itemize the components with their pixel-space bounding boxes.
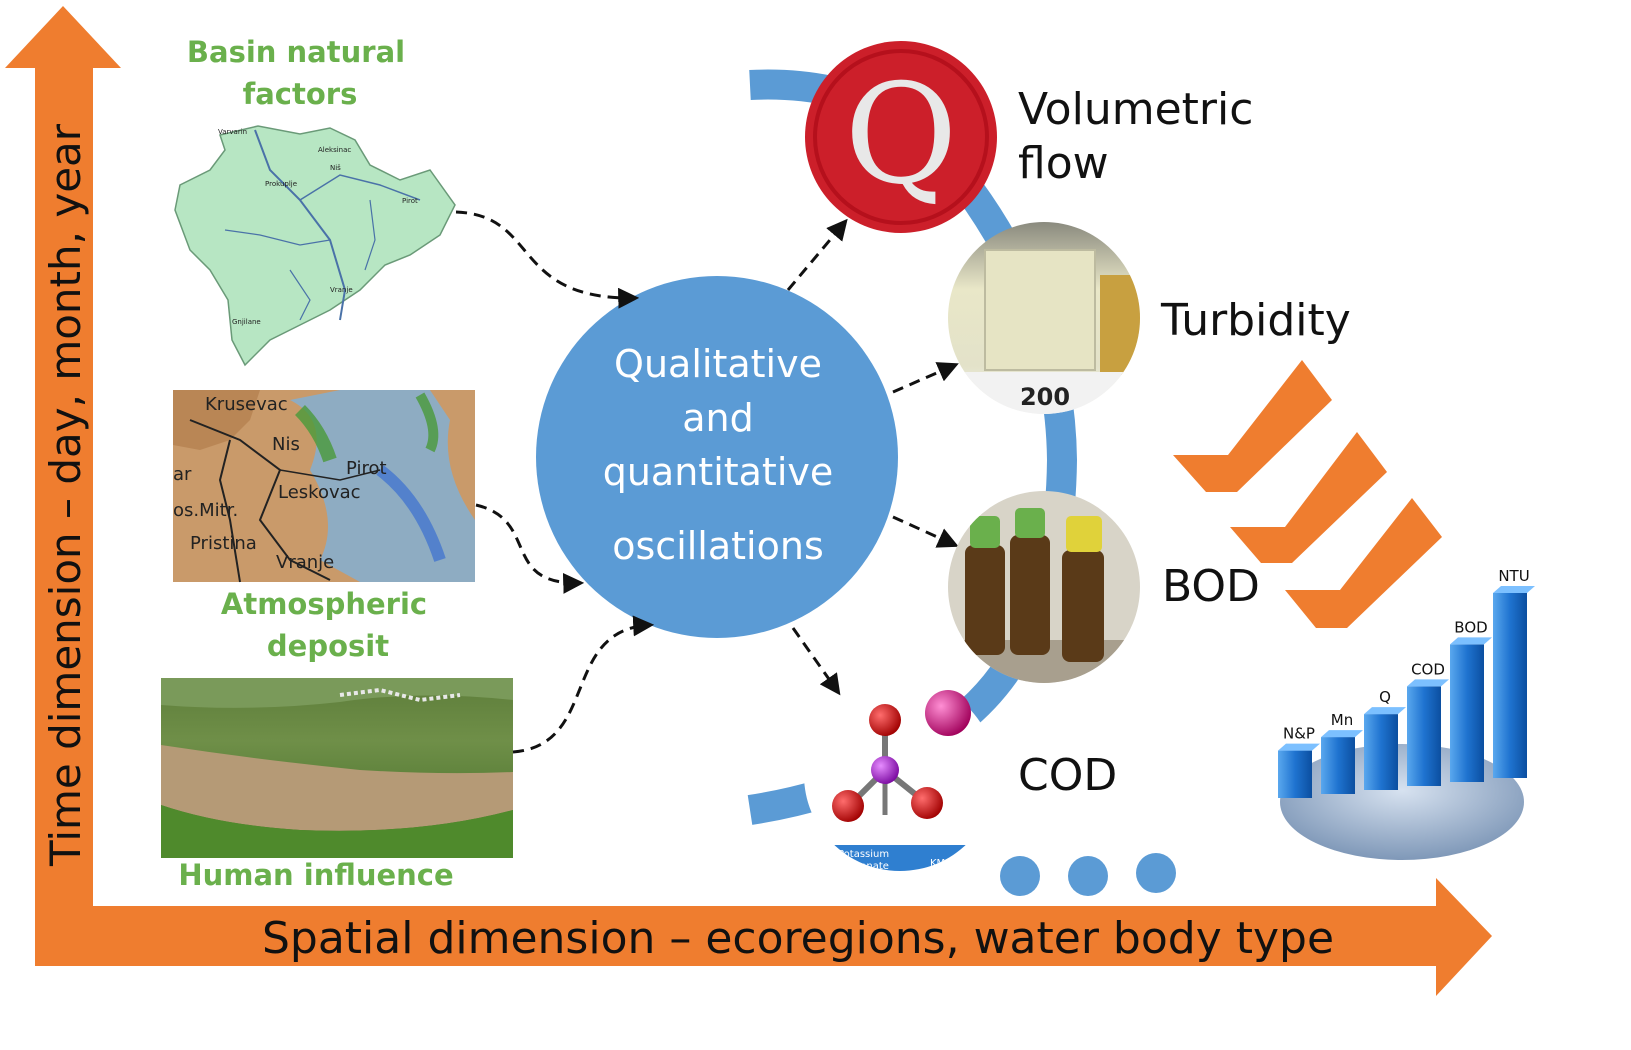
bar-top-mn xyxy=(1321,730,1363,738)
q-flow-icon: Q xyxy=(805,41,997,233)
atmospheric-map-image: Krusevac Nis Pirot Leskovac os.Mitr. Pri… xyxy=(173,390,475,583)
atmospheric-label-line1: Atmospheric xyxy=(221,587,427,621)
map-place-vranje: Vranje xyxy=(330,286,353,294)
bar-chart-bars: N&P Mn Q COD BOD NTU xyxy=(1278,567,1535,798)
radar-place-krusevac: Krusevac xyxy=(205,394,288,415)
bar-label-np: N&P xyxy=(1283,725,1315,743)
more-dot-1 xyxy=(1000,856,1040,896)
volumetric-label-line1: Volumetric xyxy=(1018,84,1253,135)
map-place-pirot: Pirot xyxy=(402,197,418,205)
bar-mn xyxy=(1321,737,1355,794)
bar-ntu xyxy=(1493,593,1527,778)
cod-caption-2: ...nganate xyxy=(838,861,889,872)
spatial-axis-label: Spatial dimension – ecoregions, water bo… xyxy=(262,913,1334,964)
time-axis-label: Time dimension – day, month, year xyxy=(41,123,90,867)
turbidity-label: Turbidity xyxy=(1160,295,1351,346)
more-dot-3 xyxy=(1136,853,1176,893)
arrow-human-to-center xyxy=(512,615,655,754)
arrow-center-to-cod xyxy=(791,627,841,696)
cod-caption-3: KMn xyxy=(930,858,952,869)
chevron-2 xyxy=(1230,432,1387,563)
cod-label: COD xyxy=(1018,750,1117,801)
bar-top-q xyxy=(1364,707,1406,715)
cod-caption-1: Potassium xyxy=(838,849,889,860)
human-influence-photo xyxy=(161,678,513,858)
volumetric-label-line2: flow xyxy=(1018,138,1109,189)
radar-place-pirot: Pirot xyxy=(346,458,387,479)
bar-top-cod xyxy=(1407,679,1449,687)
cod-molecule: Potassium ...nganate KMn xyxy=(804,679,996,872)
center-line-3: quantitative xyxy=(603,450,834,494)
map-place-gnjilane: Gnjilane xyxy=(232,318,261,326)
more-dot-2 xyxy=(1068,856,1108,896)
bar-q xyxy=(1364,714,1398,790)
chevron-1 xyxy=(1173,360,1332,492)
center-line-1: Qualitative xyxy=(614,342,822,386)
q-symbol: Q xyxy=(844,54,957,215)
chevron-3 xyxy=(1285,498,1442,628)
bar-top-np xyxy=(1278,743,1320,751)
center-line-4: oscillations xyxy=(612,524,824,568)
bar-label-mn: Mn xyxy=(1331,711,1353,729)
turbidity-reading: 200 xyxy=(1020,383,1070,411)
radar-place-pristina: Pristina xyxy=(190,533,257,554)
radar-place-leskovac: Leskovac xyxy=(278,482,361,503)
center-line-2: and xyxy=(682,396,754,440)
atmospheric-label-line2: deposit xyxy=(267,629,389,663)
bar-label-cod: COD xyxy=(1411,660,1445,678)
bod-label: BOD xyxy=(1162,561,1260,612)
bod-photo xyxy=(948,491,1140,683)
basin-label-line2: factors xyxy=(243,77,358,111)
spatial-axis-arrow xyxy=(35,878,1492,996)
radar-place-mitrovica: os.Mitr. xyxy=(173,500,238,521)
bar-top-ntu xyxy=(1493,586,1535,593)
bar-label-ntu: NTU xyxy=(1498,567,1529,585)
basin-label-line1: Basin natural xyxy=(187,35,405,69)
arrow-basin-to-center xyxy=(455,210,640,309)
radar-place-vranje: Vranje xyxy=(276,552,334,573)
map-place-aleksinac: Aleksinac xyxy=(318,146,351,154)
bar-bod xyxy=(1450,644,1484,782)
bar-top-bod xyxy=(1450,637,1492,645)
time-axis-arrow xyxy=(5,6,121,966)
map-place-nis: Niš xyxy=(330,164,341,172)
bar-label-bod: BOD xyxy=(1454,618,1487,636)
map-place-varvarin: Varvarin xyxy=(218,128,247,136)
arrow-center-to-turbidity xyxy=(892,362,959,394)
basin-map-image: Varvarin Aleksinac Prokuplje Niš Pirot V… xyxy=(174,125,456,367)
map-place-prokuplje: Prokuplje xyxy=(265,180,297,188)
radar-place-nis: Nis xyxy=(272,434,300,455)
bar-chart-icon: N&P Mn Q COD BOD NTU xyxy=(1278,567,1535,860)
bar-label-q: Q xyxy=(1379,688,1391,706)
bar-chart-disc xyxy=(1280,744,1524,860)
bar-np xyxy=(1278,750,1312,798)
arrow-center-to-q xyxy=(786,218,848,291)
bar-cod xyxy=(1407,686,1441,786)
turbidity-photo: 200 xyxy=(948,222,1140,414)
arrow-atmospheric-to-center xyxy=(475,503,585,594)
chevron-arrows xyxy=(1173,360,1442,628)
center-circle xyxy=(536,276,898,638)
human-label: Human influence xyxy=(178,858,453,892)
dashed-arrows xyxy=(455,210,959,754)
arrow-center-to-bod xyxy=(892,515,959,548)
radar-place-ar: ar xyxy=(173,464,192,485)
